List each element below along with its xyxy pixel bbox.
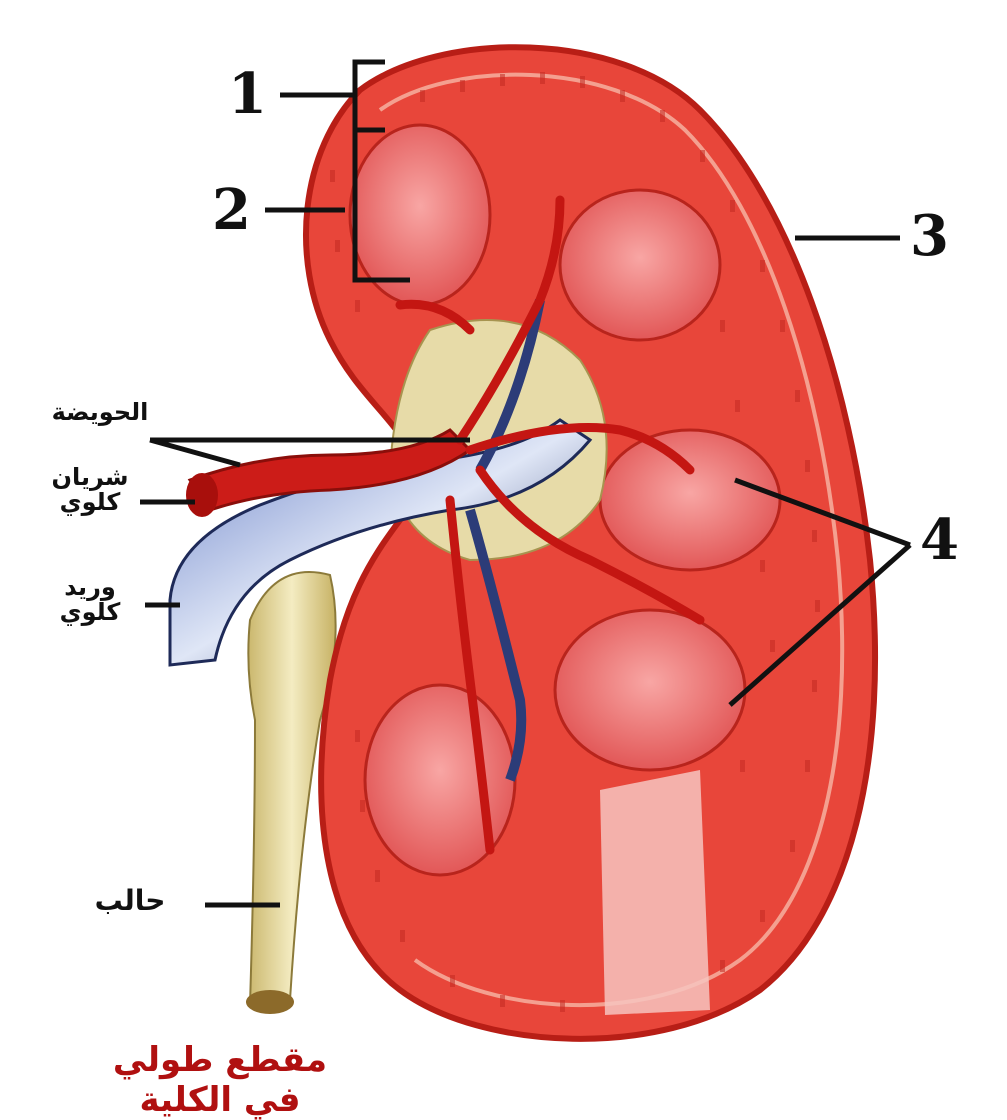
column-band — [600, 770, 710, 1015]
pyramid-lower-right — [555, 610, 745, 770]
label-4: 4 — [920, 512, 959, 568]
pyramid-middle-right — [600, 430, 780, 570]
diagram-caption: مقطع طولي في الكلية — [90, 1040, 350, 1120]
label-ureter: حالب — [80, 886, 180, 915]
ureter-opening — [246, 990, 294, 1014]
label-2: 2 — [212, 182, 251, 238]
label-renal-pelvis: الحويضة — [25, 400, 175, 425]
label-1: 1 — [228, 66, 267, 122]
label-renal-vein: وريد كلوي — [40, 575, 140, 625]
label-renal-artery: شريان كلوي — [40, 465, 140, 515]
label-3: 3 — [910, 208, 949, 264]
pyramid-upper-right — [560, 190, 720, 340]
renal-artery-end — [186, 473, 218, 517]
